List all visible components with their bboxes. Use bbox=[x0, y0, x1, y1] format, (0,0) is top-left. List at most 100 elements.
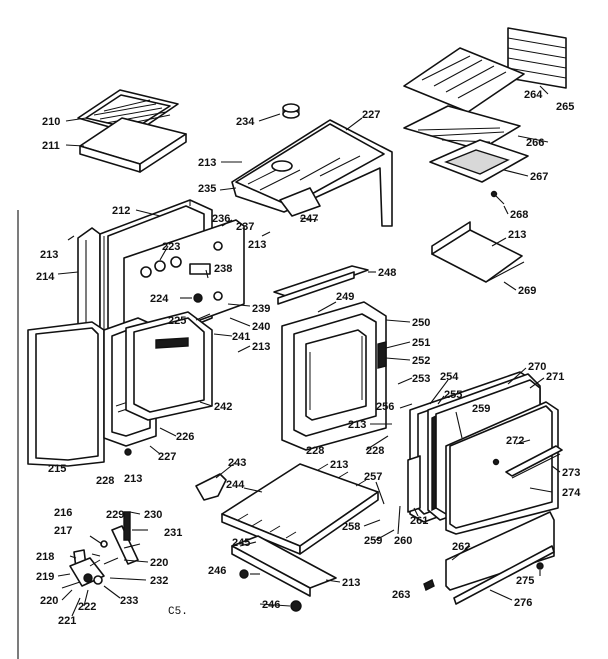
label-220-right: 220 bbox=[150, 557, 168, 569]
label-266: 266 bbox=[526, 137, 544, 149]
label-268: 268 bbox=[510, 209, 528, 221]
label-244: 244 bbox=[226, 479, 245, 491]
door-handle-273 bbox=[505, 445, 563, 479]
baffle-plate-264 bbox=[403, 47, 525, 113]
label-215: 215 bbox=[48, 463, 66, 475]
label-263: 263 bbox=[392, 589, 410, 601]
label-217: 217 bbox=[54, 525, 72, 537]
label-228-left: 228 bbox=[96, 475, 114, 487]
label-213-241: 213 bbox=[252, 341, 270, 353]
broiler-pan-grid bbox=[77, 89, 179, 135]
label-275: 275 bbox=[516, 575, 534, 587]
label-213-mid-top: 213 bbox=[248, 239, 266, 251]
label-267: 267 bbox=[530, 171, 548, 183]
label-227-left: 227 bbox=[158, 451, 176, 463]
label-247: 247 bbox=[300, 213, 318, 225]
label-248: 248 bbox=[378, 267, 396, 279]
label-271: 271 bbox=[546, 371, 564, 383]
label-253: 253 bbox=[412, 373, 430, 385]
screw-275 bbox=[536, 562, 544, 570]
label-273: 273 bbox=[562, 467, 580, 479]
label-246-b: 246 bbox=[262, 599, 280, 611]
bottom-trim-276 bbox=[453, 545, 555, 605]
label-216: 216 bbox=[54, 507, 72, 519]
shelf-bracket-269 bbox=[431, 221, 525, 283]
label-252: 252 bbox=[412, 355, 430, 367]
label-213-center-bottom: 213 bbox=[330, 459, 348, 471]
label-246-a: 246 bbox=[208, 565, 226, 577]
label-213-top: 213 bbox=[198, 157, 216, 169]
label-256: 256 bbox=[376, 401, 394, 413]
label-236: 236 bbox=[212, 213, 230, 225]
label-259-bottom: 259 bbox=[364, 535, 382, 547]
latch-251 bbox=[377, 341, 387, 369]
door-panel-274 bbox=[445, 401, 559, 535]
label-245: 245 bbox=[232, 537, 250, 549]
label-214: 214 bbox=[36, 271, 55, 283]
label-231: 231 bbox=[164, 527, 182, 539]
label-213-left: 213 bbox=[40, 249, 58, 261]
label-232: 232 bbox=[150, 575, 168, 587]
heat-shield-266 bbox=[403, 105, 521, 151]
label-222: 222 bbox=[78, 601, 96, 613]
label-272: 272 bbox=[506, 435, 524, 447]
label-265: 265 bbox=[556, 101, 574, 113]
label-251: 251 bbox=[412, 337, 430, 349]
label-213-bottom-left: 213 bbox=[124, 473, 142, 485]
label-269: 269 bbox=[518, 285, 536, 297]
label-218: 218 bbox=[36, 551, 54, 563]
burner-plate-267 bbox=[429, 139, 529, 183]
label-228-center-left: 228 bbox=[306, 445, 324, 457]
label-259-top: 259 bbox=[472, 403, 490, 415]
valve-assembly-bottom-left bbox=[61, 511, 139, 589]
label-219: 219 bbox=[36, 571, 54, 583]
label-260: 260 bbox=[394, 535, 412, 547]
kick-plate-245 bbox=[231, 535, 337, 597]
glide-screw-246-b bbox=[290, 600, 302, 612]
oven-top-cover bbox=[231, 119, 393, 227]
part-labels: 210 211 227 234 213 235 212 236 237 247 … bbox=[36, 89, 581, 627]
oven-front-frame-250 bbox=[281, 301, 387, 451]
screw-263 bbox=[423, 579, 435, 591]
label-257: 257 bbox=[364, 471, 382, 483]
label-243: 243 bbox=[228, 457, 246, 469]
door-hinge-248 bbox=[273, 265, 369, 305]
label-212: 212 bbox=[112, 205, 130, 217]
broiler-pan-tray bbox=[79, 117, 187, 173]
hinge-bracket-261 bbox=[407, 455, 421, 513]
label-229: 229 bbox=[106, 509, 124, 521]
label-258: 258 bbox=[342, 521, 360, 533]
label-228-center: 228 bbox=[366, 445, 384, 457]
label-213-right: 213 bbox=[508, 229, 526, 241]
bottom-trim-262 bbox=[445, 511, 555, 591]
label-213-bottom-center: 213 bbox=[342, 577, 360, 589]
label-274: 274 bbox=[562, 487, 581, 499]
top-cap-234 bbox=[282, 103, 300, 119]
screw-228-left bbox=[124, 448, 132, 456]
outer-side-panel-215 bbox=[27, 321, 105, 467]
label-234: 234 bbox=[236, 116, 255, 128]
label-221: 221 bbox=[58, 615, 76, 627]
label-211: 211 bbox=[42, 140, 60, 152]
label-225: 225 bbox=[168, 315, 186, 327]
label-235: 235 bbox=[198, 183, 216, 195]
label-270: 270 bbox=[528, 361, 546, 373]
label-230: 230 bbox=[144, 509, 162, 521]
label-238: 238 bbox=[214, 263, 232, 275]
label-226: 226 bbox=[176, 431, 194, 443]
glide-screw-246-a bbox=[239, 569, 249, 579]
label-237: 237 bbox=[236, 221, 254, 233]
leader-lines bbox=[57, 85, 561, 617]
label-213-center: 213 bbox=[348, 419, 366, 431]
label-239: 239 bbox=[252, 303, 270, 315]
label-249: 249 bbox=[336, 291, 354, 303]
label-220-left: 220 bbox=[40, 595, 58, 607]
label-261: 261 bbox=[410, 515, 428, 527]
label-227-top: 227 bbox=[362, 109, 380, 121]
label-233: 233 bbox=[120, 595, 138, 607]
label-262: 262 bbox=[452, 541, 470, 553]
label-276: 276 bbox=[514, 597, 532, 609]
label-224: 224 bbox=[150, 293, 169, 305]
